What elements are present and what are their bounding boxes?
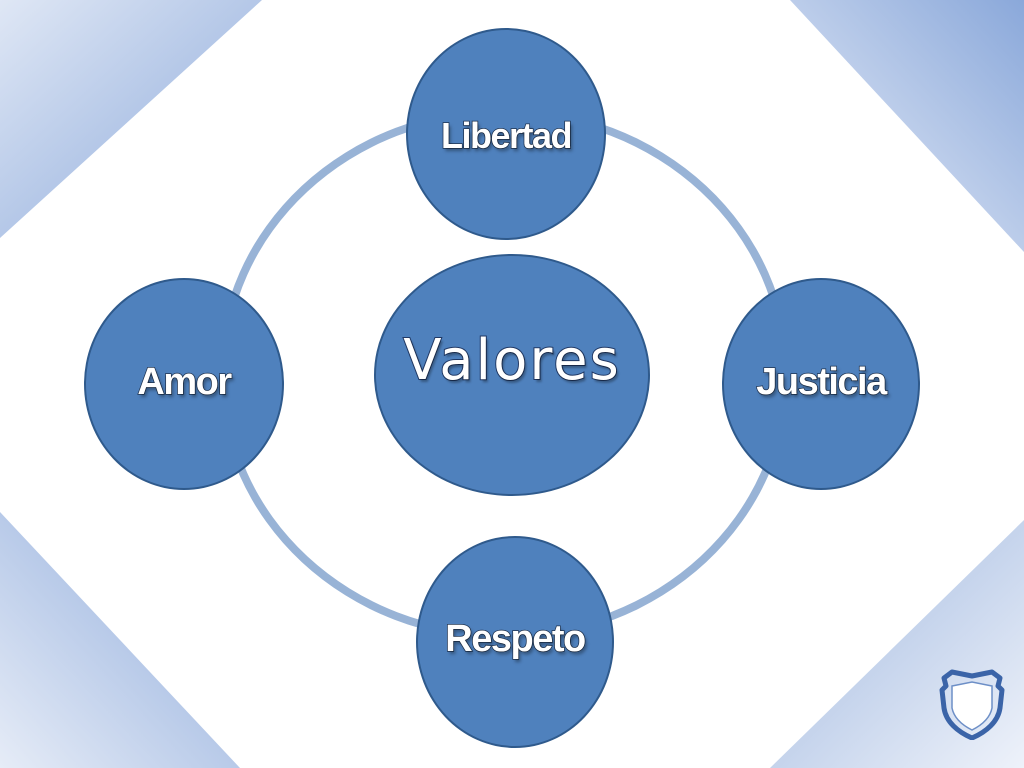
node-respeto: Respeto bbox=[416, 536, 614, 748]
node-amor: Amor bbox=[84, 278, 284, 490]
node-amor-label: Amor bbox=[137, 360, 233, 404]
node-justicia-label: Justicia bbox=[755, 360, 888, 404]
corner-top-right bbox=[790, 0, 1024, 252]
node-justicia: Justicia bbox=[722, 278, 920, 490]
node-libertad-label: Libertad bbox=[440, 114, 573, 157]
center-node-valores: Valores bbox=[374, 254, 650, 496]
corner-top-left bbox=[0, 0, 262, 238]
node-respeto-label: Respeto bbox=[445, 617, 587, 661]
corner-bottom-left bbox=[0, 512, 240, 768]
center-node-label: Valores bbox=[402, 327, 621, 394]
node-libertad: Libertad bbox=[406, 28, 606, 240]
shield-icon bbox=[939, 669, 1005, 740]
